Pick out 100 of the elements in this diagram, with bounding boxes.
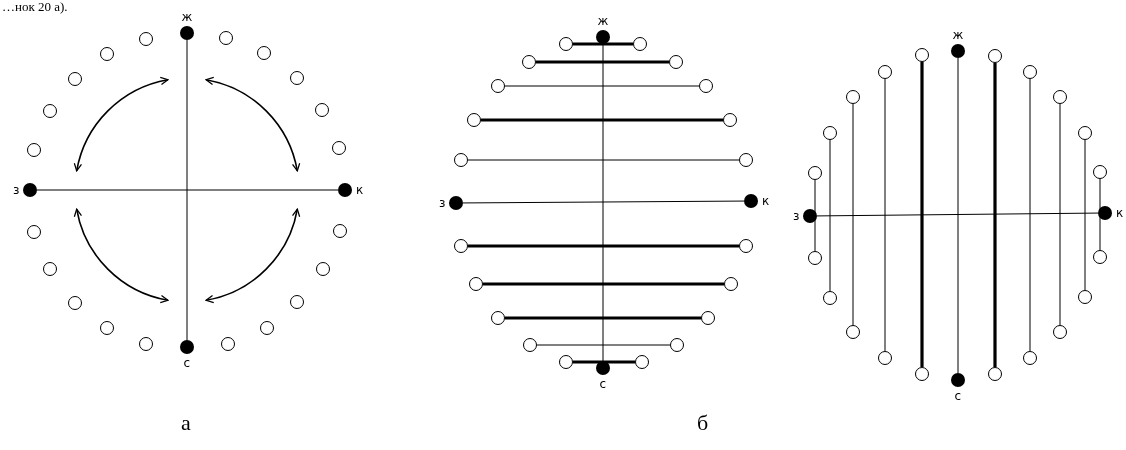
point-label: з xyxy=(13,184,20,196)
open-point xyxy=(27,143,41,157)
open-point xyxy=(290,71,304,85)
point-label: с xyxy=(954,390,962,402)
open-point xyxy=(523,338,537,352)
open-point xyxy=(701,311,715,325)
connecting-line xyxy=(505,316,701,320)
point-label: с xyxy=(183,357,191,369)
open-point xyxy=(260,321,274,335)
connecting-line xyxy=(468,244,739,248)
filled-point xyxy=(23,183,37,197)
connecting-line xyxy=(884,78,886,352)
panel-label: а xyxy=(181,412,191,434)
connecting-line xyxy=(536,344,671,346)
filled-point xyxy=(338,183,352,197)
open-point xyxy=(68,296,82,310)
point-label: к xyxy=(356,184,364,196)
open-point xyxy=(43,104,57,118)
open-point xyxy=(559,37,573,51)
open-point xyxy=(257,46,271,60)
point-label: ж xyxy=(597,15,609,27)
filled-point xyxy=(596,30,610,44)
open-point xyxy=(491,79,505,93)
point-label: з xyxy=(439,197,446,209)
open-point xyxy=(467,113,481,127)
connecting-line xyxy=(462,200,745,204)
open-point xyxy=(739,239,753,253)
open-point xyxy=(100,47,114,61)
point-label: ж xyxy=(952,29,964,41)
connecting-line xyxy=(814,179,816,252)
open-point xyxy=(316,262,330,276)
open-point xyxy=(670,338,684,352)
open-point xyxy=(808,251,822,265)
connecting-line xyxy=(467,159,740,161)
connecting-line xyxy=(957,57,959,374)
open-point xyxy=(68,72,82,86)
open-point xyxy=(454,153,468,167)
open-point xyxy=(915,367,929,381)
open-point xyxy=(1053,325,1067,339)
filled-point xyxy=(803,209,817,223)
open-point xyxy=(332,141,346,155)
open-point xyxy=(219,31,233,45)
open-point xyxy=(1078,126,1092,140)
connecting-line xyxy=(602,43,604,362)
open-point xyxy=(988,49,1002,63)
open-point xyxy=(1078,290,1092,304)
open-point xyxy=(635,355,649,369)
open-point xyxy=(1053,90,1067,104)
open-point xyxy=(522,55,536,69)
connecting-line xyxy=(573,42,633,46)
filled-point xyxy=(449,196,463,210)
open-point xyxy=(1023,351,1037,365)
filled-point xyxy=(951,44,965,58)
connecting-line xyxy=(1099,178,1101,251)
open-point xyxy=(454,239,468,253)
open-point xyxy=(491,311,505,325)
filled-point xyxy=(951,373,965,387)
connecting-line xyxy=(36,189,339,191)
open-point xyxy=(221,337,235,351)
connecting-line xyxy=(993,63,997,367)
open-point xyxy=(988,367,1002,381)
open-point xyxy=(315,103,329,117)
open-point xyxy=(739,153,753,167)
open-point xyxy=(823,126,837,140)
open-point xyxy=(27,225,41,239)
filled-point xyxy=(744,194,758,208)
connecting-line xyxy=(573,360,635,364)
open-point xyxy=(723,113,737,127)
open-point xyxy=(633,37,647,51)
connecting-line xyxy=(481,118,723,122)
open-point xyxy=(878,351,892,365)
open-point xyxy=(469,277,483,291)
connecting-line xyxy=(816,212,1099,217)
open-point xyxy=(1093,165,1107,179)
connecting-line xyxy=(1029,78,1031,352)
open-point xyxy=(559,355,573,369)
open-point xyxy=(823,291,837,305)
open-point xyxy=(846,325,860,339)
filled-point xyxy=(1098,206,1112,220)
filled-point xyxy=(180,340,194,354)
filled-point xyxy=(180,26,194,40)
connecting-line xyxy=(829,139,831,292)
open-point xyxy=(699,79,713,93)
open-point xyxy=(139,337,153,351)
open-point xyxy=(333,224,347,238)
point-label: з xyxy=(793,210,800,222)
connecting-line xyxy=(504,85,700,87)
caption-fragment: …нок 20 а). xyxy=(2,0,68,13)
open-point xyxy=(1093,250,1107,264)
open-point xyxy=(846,90,860,104)
open-point xyxy=(43,262,57,276)
panel-label: б xyxy=(697,412,709,434)
connecting-line xyxy=(186,39,188,341)
connecting-line xyxy=(483,282,724,286)
connecting-line xyxy=(920,62,924,367)
open-point xyxy=(724,277,738,291)
point-label: ж xyxy=(181,11,193,23)
point-label: к xyxy=(762,195,770,207)
open-point xyxy=(669,55,683,69)
connecting-line xyxy=(536,60,669,64)
